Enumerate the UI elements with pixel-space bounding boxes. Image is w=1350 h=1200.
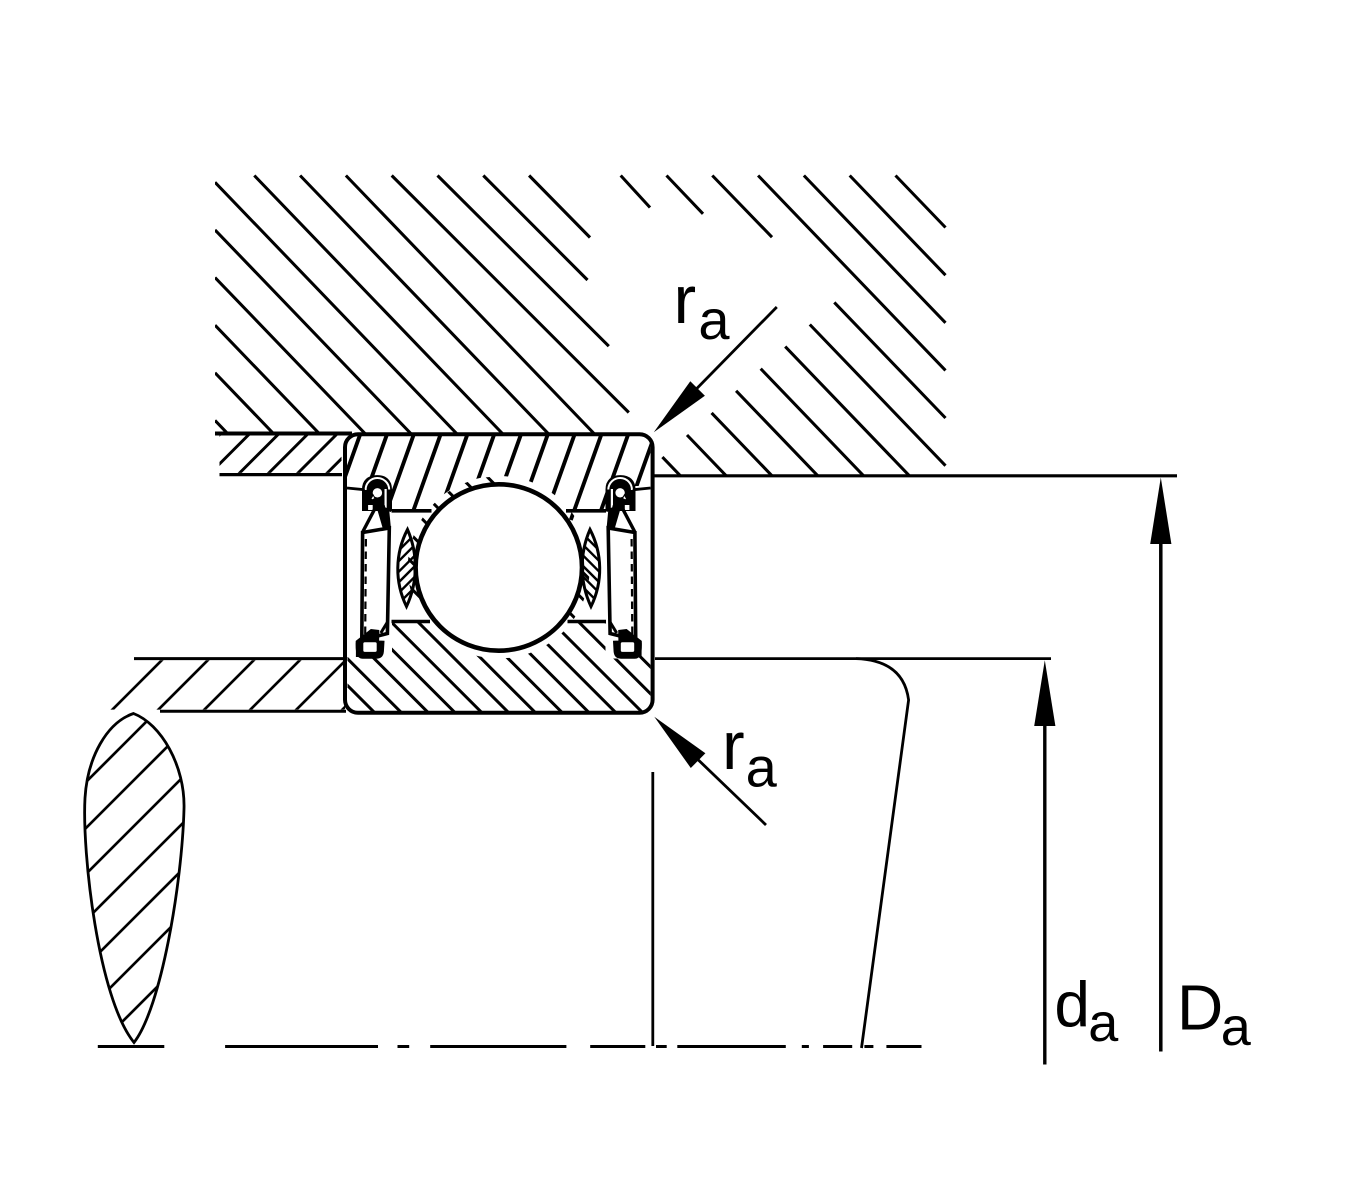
svg-text:a: a bbox=[746, 736, 778, 799]
svg-text:a: a bbox=[1088, 993, 1119, 1053]
svg-text:r: r bbox=[722, 708, 745, 784]
svg-text:D: D bbox=[1177, 971, 1223, 1043]
svg-text:a: a bbox=[698, 288, 730, 351]
svg-text:d: d bbox=[1054, 969, 1090, 1041]
svg-text:a: a bbox=[1221, 997, 1252, 1057]
svg-text:r: r bbox=[674, 262, 697, 338]
